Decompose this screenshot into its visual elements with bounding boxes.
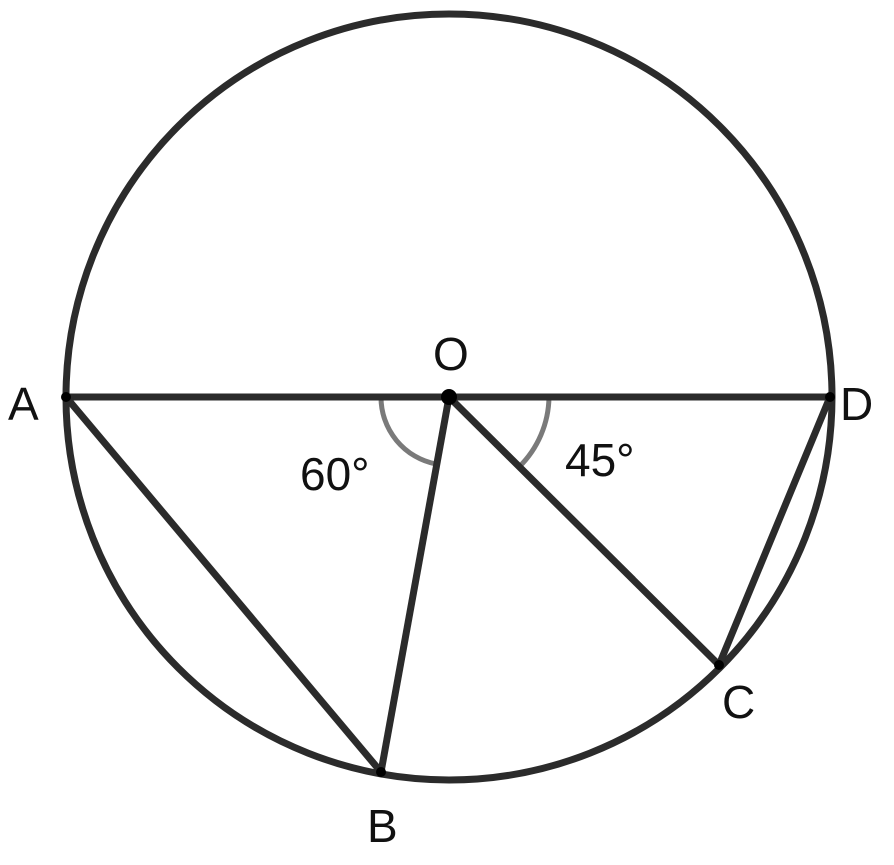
label-D: D	[840, 378, 873, 430]
angle-arc-60	[378, 396, 437, 467]
segment-OC	[446, 394, 722, 668]
point-C	[714, 660, 724, 670]
label-A: A	[8, 378, 39, 430]
point-A	[61, 392, 71, 402]
label-O: O	[433, 328, 469, 380]
angle-arc-45	[517, 396, 552, 469]
point-O	[441, 389, 457, 405]
segment-CD	[715, 395, 834, 667]
point-B	[376, 767, 386, 777]
segment-AB	[63, 394, 384, 775]
angle-label-60: 60°	[300, 448, 370, 500]
label-C: C	[722, 676, 755, 728]
label-B: B	[367, 800, 398, 852]
point-D	[825, 392, 835, 402]
segment-OB	[377, 396, 453, 773]
angle-label-45: 45°	[565, 434, 635, 486]
